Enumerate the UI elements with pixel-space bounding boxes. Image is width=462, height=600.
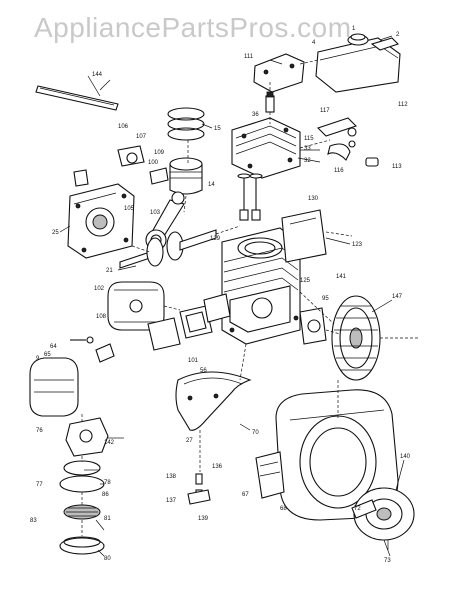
cylinder-head	[231, 117, 301, 179]
leader-lines	[59, 35, 405, 557]
cylinder-block	[221, 227, 301, 345]
governor-parts	[187, 473, 211, 505]
callout-108: 108	[96, 314, 107, 320]
breather-assembly	[299, 117, 379, 167]
piston-rings	[167, 107, 205, 141]
callout-27: 27	[186, 438, 193, 444]
callout-116: 116	[334, 168, 344, 174]
callout-101: 101	[188, 358, 199, 364]
callout-25: 25	[52, 230, 59, 236]
crankcase-cover	[67, 183, 135, 259]
tank-bracket	[253, 53, 305, 93]
callout-115: 115	[304, 136, 314, 142]
callout-78: 78	[104, 480, 111, 486]
recoil-starter	[351, 487, 415, 557]
callout-9: 9	[36, 356, 40, 362]
piston	[169, 157, 203, 195]
callout-144: 144	[92, 72, 103, 78]
callout-138: 138	[166, 474, 177, 480]
callout-141: 141	[336, 274, 347, 280]
callout-136: 136	[212, 464, 223, 470]
lower-baffle	[175, 371, 252, 431]
callout-139: 139	[198, 516, 209, 522]
callout-117: 117	[320, 108, 330, 114]
callout-15: 15	[214, 126, 221, 132]
muffler	[107, 281, 165, 331]
assembly-lines	[81, 59, 420, 536]
valves	[237, 173, 263, 221]
callout-95: 95	[322, 296, 329, 302]
callout-137: 137	[166, 498, 177, 504]
callout-73: 73	[384, 558, 391, 564]
callout-107: 107	[136, 134, 147, 140]
callout-36: 36	[252, 112, 259, 118]
callout-106: 106	[118, 124, 129, 130]
callout-32: 32	[304, 158, 311, 164]
carburetor-body	[65, 417, 124, 457]
callout-147: 147	[392, 294, 403, 300]
callout-72: 72	[354, 506, 361, 512]
callout-2: 2	[396, 32, 400, 38]
callout-103: 103	[150, 210, 161, 216]
intake-gaskets	[147, 293, 231, 351]
callout-21: 21	[106, 268, 113, 274]
panel-67	[255, 451, 285, 499]
callout-105: 105	[124, 206, 135, 212]
callout-113: 113	[392, 164, 402, 170]
crankshaft	[119, 225, 241, 269]
callout-70: 70	[252, 430, 259, 436]
callout-76: 76	[36, 428, 43, 434]
callout-140: 140	[400, 454, 411, 460]
callout-64: 64	[50, 344, 57, 350]
flywheel	[331, 295, 381, 381]
callout-130: 130	[308, 196, 319, 202]
callout-111: 111	[244, 54, 254, 60]
carburetor-parts	[73, 145, 169, 187]
callout-102: 102	[94, 286, 105, 292]
callout-1: 1	[352, 26, 356, 32]
callout-80: 80	[104, 556, 111, 562]
callout-4: 4	[312, 40, 316, 46]
valve-cover-plate	[281, 209, 353, 263]
callout-100: 100	[148, 160, 159, 166]
callout-65: 65	[44, 352, 51, 358]
air-filter-elements	[59, 460, 105, 555]
blower-housing	[275, 389, 399, 521]
spark-plug	[265, 91, 275, 124]
callout-14: 14	[208, 182, 215, 188]
callout-56: 56	[200, 368, 207, 374]
fuel-tank	[315, 33, 401, 93]
callout-81: 81	[104, 516, 111, 522]
callout-112: 112	[398, 102, 408, 108]
callout-67: 67	[242, 492, 249, 498]
callout-125: 125	[300, 278, 311, 284]
part-144-rod	[35, 75, 119, 111]
callout-77: 77	[36, 482, 43, 488]
fuel-fittings	[70, 336, 115, 363]
callout-33: 33	[304, 146, 311, 152]
flywheel-key-parts	[299, 307, 341, 345]
callout-109: 109	[154, 150, 165, 156]
callout-123: 123	[352, 242, 363, 248]
callout-142: 142	[104, 440, 115, 446]
air-filter-housing	[29, 357, 79, 417]
watermark-text: AppliancePartsPros.com	[34, 12, 352, 43]
callout-68: 68	[280, 506, 287, 512]
callout-86: 86	[102, 492, 109, 498]
callout-129: 129	[210, 236, 221, 242]
callout-83: 83	[30, 518, 37, 524]
